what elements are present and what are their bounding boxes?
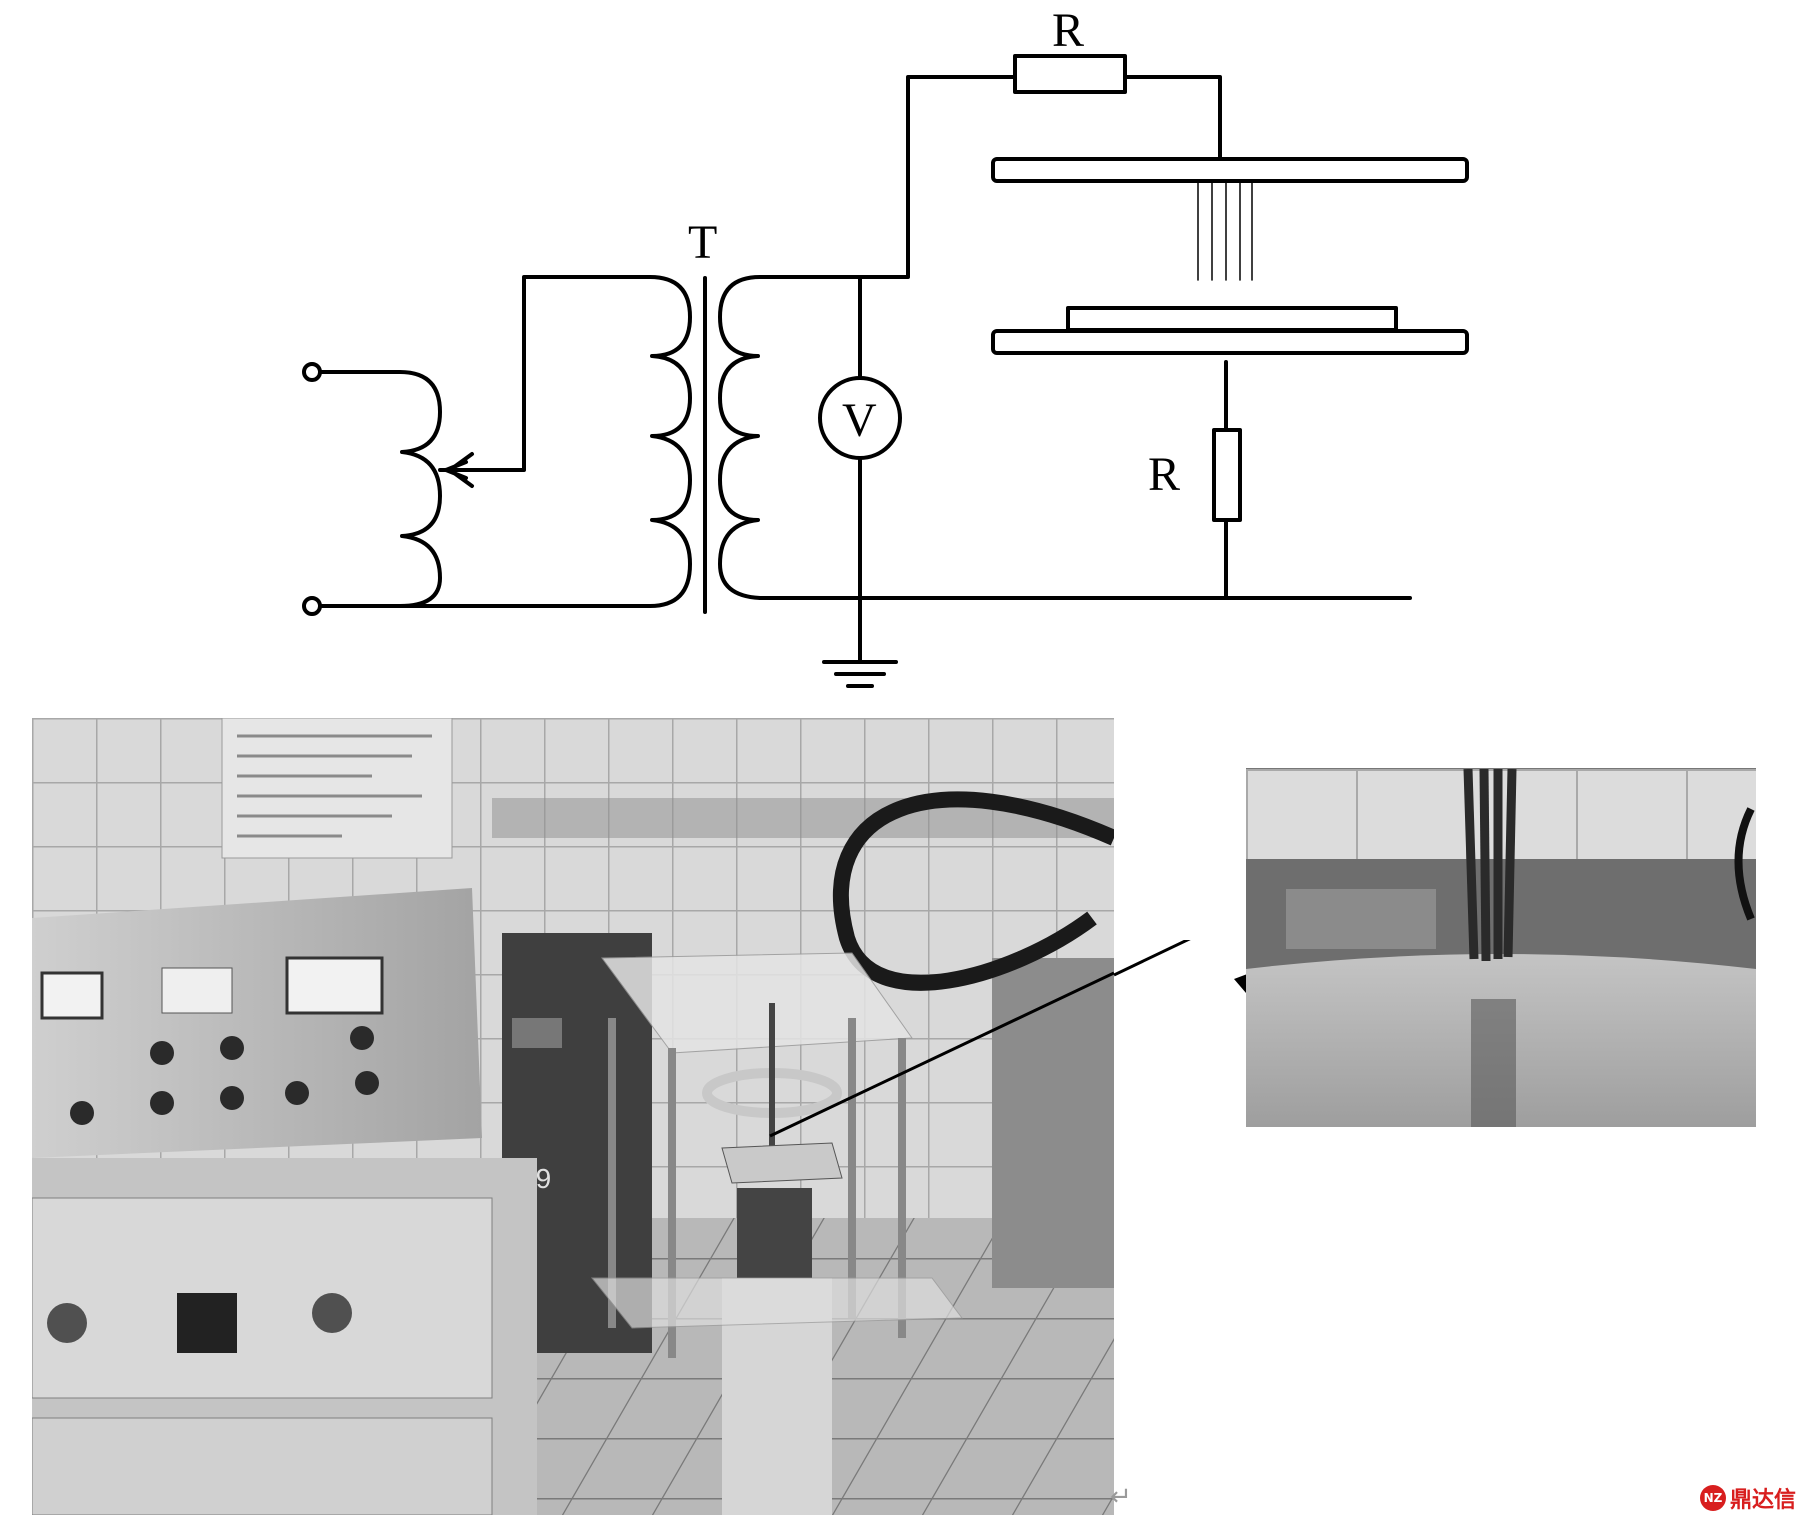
resistor-right-label: R	[1148, 448, 1180, 501]
transformer-primary-coil	[648, 275, 692, 608]
upper-electrode-plate	[991, 157, 1469, 183]
needle-electrodes-closeup	[1463, 769, 1517, 962]
output-wire-hv	[758, 75, 1017, 279]
lower-electrode-plate	[991, 329, 1469, 355]
photo-test-apparatus: 19	[32, 718, 1114, 1515]
brand-logo-icon: NZ	[1700, 1485, 1726, 1511]
notice-paper	[221, 718, 453, 859]
test-sample	[1066, 306, 1398, 332]
resistor-top	[1013, 54, 1127, 94]
output-wire-to-upper-electrode	[1123, 75, 1222, 160]
variac-coil	[318, 370, 442, 608]
transformer-label: T	[688, 216, 717, 269]
voltmeter-label: V	[842, 394, 877, 447]
input-terminal-top	[302, 362, 322, 382]
photo-electrode-closeup	[1246, 768, 1756, 1127]
zoom-pointer-line	[769, 971, 1114, 1138]
test-stand	[590, 952, 963, 1515]
return-mark: ↵	[1110, 1482, 1132, 1512]
transformer-secondary-coil	[718, 275, 762, 600]
hv-cable	[833, 791, 1114, 991]
input-terminal-bottom	[302, 596, 322, 616]
brand-text: 鼎达信	[1730, 1488, 1797, 1513]
variac-wiper	[438, 275, 652, 472]
resistor-top-label: R	[1052, 4, 1084, 57]
variac-arrow-icon	[444, 452, 474, 488]
watermark: NZ 鼎达信	[1700, 1484, 1797, 1513]
control-console	[32, 888, 537, 1515]
zoom-pointer-arrow	[1114, 940, 1191, 977]
resistor-bottom	[1212, 428, 1242, 522]
circuit-diagram: R T V R	[302, 4, 1469, 688]
needle-electrodes	[1197, 181, 1253, 281]
background-box	[992, 958, 1114, 1288]
